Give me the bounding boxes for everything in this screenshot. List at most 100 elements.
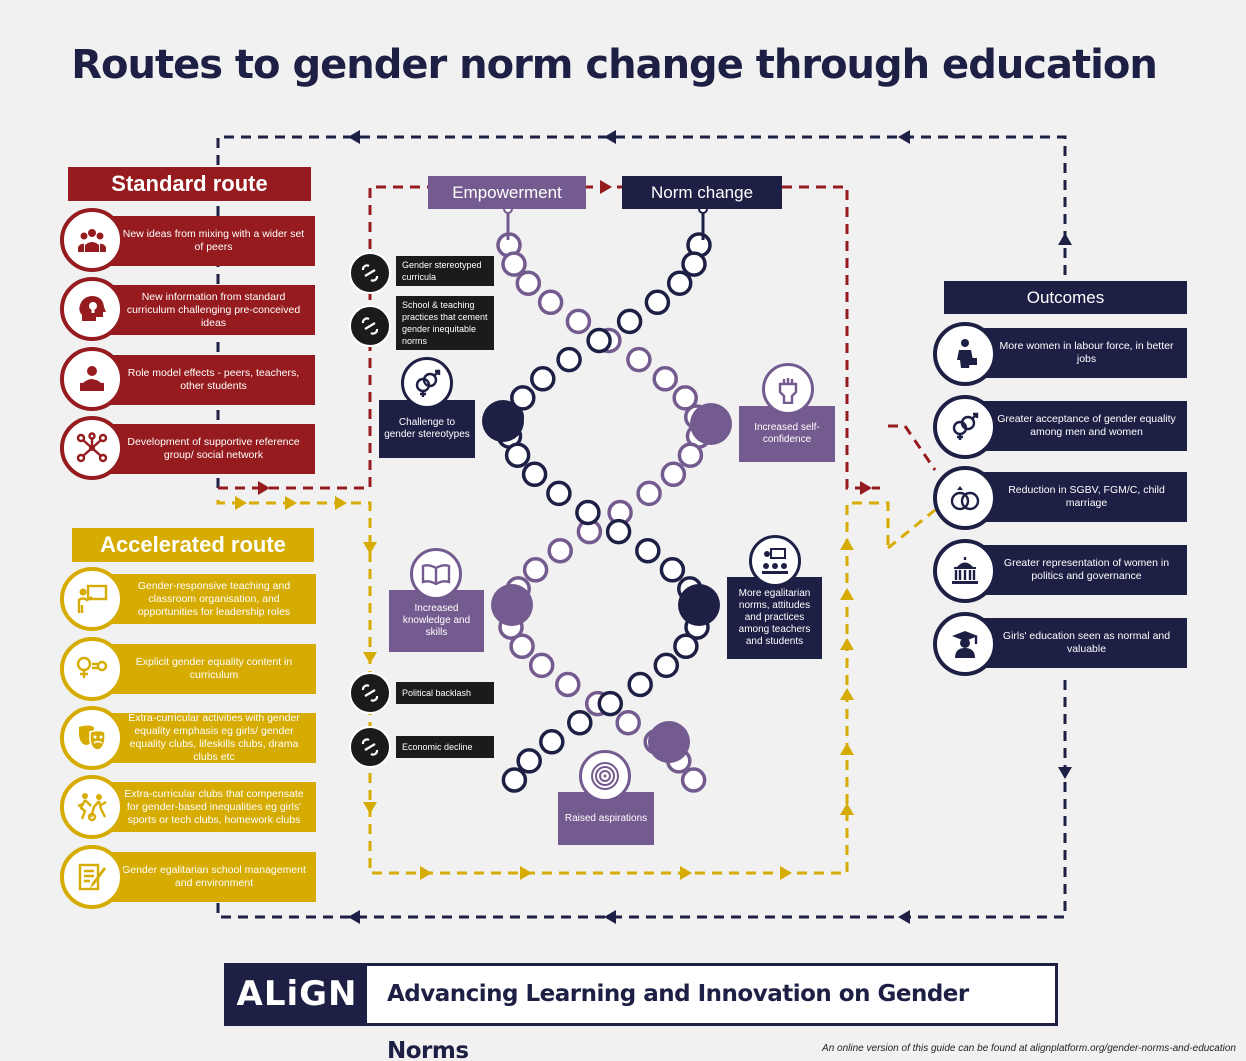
outcome-item: Greater acceptance of gender equality am…: [960, 401, 1187, 451]
dna-helix: [482, 204, 732, 793]
helix-bead: [597, 690, 624, 717]
outcomes-title: Outcomes: [944, 281, 1187, 314]
accelerated-route-title: Accelerated route: [72, 528, 314, 562]
target-icon: [579, 750, 631, 802]
outer-loop-arrowheads: [348, 130, 1072, 924]
helix-bead: [652, 366, 678, 392]
factor-challenge: Challenge to gender stereotypes: [379, 400, 475, 458]
sports-icon: [60, 775, 124, 839]
helix-bead: [501, 767, 528, 793]
factor-self-confidence: Increased self-confidence: [739, 406, 835, 462]
audience-icon: [749, 535, 801, 587]
helix-bead: [575, 499, 601, 526]
government-building-icon: [933, 539, 997, 603]
helix-bead: [677, 442, 704, 468]
helix-bead: [539, 729, 565, 755]
helix-node: [690, 403, 732, 445]
norm-change-header: Norm change: [622, 176, 782, 209]
helix-bead: [616, 308, 643, 335]
helix-bead: [680, 767, 707, 793]
factor-knowledge: Increased knowledge and skills: [389, 590, 484, 652]
broken-link-icon: [349, 672, 391, 714]
helix-bead: [567, 709, 593, 736]
barrier-label: Political backlash: [396, 682, 494, 704]
outcome-item-label: Greater acceptance of gender equality am…: [997, 413, 1176, 438]
accelerated-route-item-label: Extra-curricular activities with gender …: [128, 712, 300, 763]
helix-bead: [510, 385, 536, 411]
helix-bead: [556, 346, 582, 373]
helix-bead: [635, 537, 661, 564]
footer-banner: ALiGN Advancing Learning and Innovation …: [224, 963, 1058, 1061]
helix-bead: [528, 652, 555, 679]
helix-node: [482, 400, 524, 442]
standard-route-item-label: Development of supportive reference grou…: [127, 436, 300, 461]
helix-bead: [504, 442, 531, 468]
align-logo: ALiGN: [227, 966, 367, 1023]
graduate-icon: [933, 612, 997, 676]
helix-bead: [659, 557, 686, 583]
helix-bead: [660, 461, 687, 488]
outcome-item-label: Reduction in SGBV, FGM/C, child marriage: [1008, 484, 1165, 509]
standard-route-item-label: Role model effects - peers, teachers, ot…: [127, 367, 300, 392]
gender-equal-icon: [60, 637, 124, 701]
helix-node: [648, 721, 690, 763]
broken-link-icon: [349, 726, 391, 768]
helix-bead: [522, 557, 549, 583]
drama-masks-icon: [60, 706, 124, 770]
accelerated-route-item-label: Explicit gender equality content in curr…: [135, 656, 293, 681]
accelerated-route-item-label: Gender-responsive teaching and classroom…: [137, 579, 291, 618]
document-pen-icon: [60, 845, 124, 909]
rings-icon: [933, 466, 997, 530]
helix-bead: [565, 308, 592, 335]
helix-bead: [546, 480, 572, 507]
outcome-item-label: More women in labour force, in better jo…: [999, 340, 1174, 365]
businesswoman-icon: [933, 322, 997, 386]
speaker-podium-icon: [60, 347, 124, 411]
helix-bead: [547, 537, 573, 564]
footnote: An online version of this guide can be f…: [822, 1043, 1236, 1054]
empowerment-header: Empowerment: [428, 176, 586, 209]
helix-bead: [501, 251, 527, 277]
helix-bead: [521, 461, 548, 488]
barrier-label: Gender stereotyped curricula: [396, 256, 494, 286]
helix-bead: [555, 671, 581, 698]
helix-bead: [530, 366, 556, 392]
open-book-icon: [410, 548, 462, 600]
page-title: Routes to gender norm change through edu…: [71, 42, 1158, 88]
barrier-label: School & teaching practices that cement …: [396, 296, 494, 350]
helix-bead: [615, 709, 641, 736]
outcome-item-label: Girls' education seen as normal and valu…: [1002, 630, 1171, 655]
standard-route-title: Standard route: [68, 167, 311, 201]
barrier-label: Economic decline: [396, 736, 494, 758]
helix-bead: [509, 633, 535, 660]
helix-bead: [627, 671, 653, 698]
network-icon: [60, 416, 124, 480]
broken-link-icon: [349, 305, 391, 347]
outcome-item-label: Greater representation of women in polit…: [1003, 557, 1170, 582]
helix-bead: [644, 289, 671, 316]
helix-bead: [605, 518, 632, 545]
helix-node: [491, 584, 533, 626]
helix-bead: [673, 633, 699, 660]
outcome-item: Greater representation of women in polit…: [960, 545, 1187, 595]
group-icon: [60, 208, 124, 272]
accelerated-route-item-label: Gender egalitarian school management and…: [122, 864, 306, 889]
raised-fist-icon: [762, 363, 814, 415]
broken-link-icon: [349, 252, 391, 294]
standard-route-item: Development of supportive reference grou…: [80, 424, 315, 474]
factor-egalitarian: More egalitarian norms, attitudes and pr…: [727, 577, 822, 659]
outcome-item: Girls' education seen as normal and valu…: [960, 618, 1187, 668]
outcome-item: Reduction in SGBV, FGM/C, child marriage: [960, 472, 1187, 522]
helix-bead: [516, 748, 542, 774]
teacher-board-icon: [60, 567, 124, 631]
helix-bead: [666, 270, 693, 296]
helix-bead: [653, 652, 680, 679]
head-lightbulb-icon: [60, 277, 124, 341]
helix-bead: [672, 385, 698, 411]
gender-symbols-icon: [401, 357, 453, 409]
helix-bead: [537, 289, 564, 316]
accelerated-route-item-label: Extra-curricular clubs that compensate f…: [124, 787, 304, 826]
helix-node: [678, 584, 720, 626]
outcome-item: More women in labour force, in better jo…: [960, 328, 1187, 378]
